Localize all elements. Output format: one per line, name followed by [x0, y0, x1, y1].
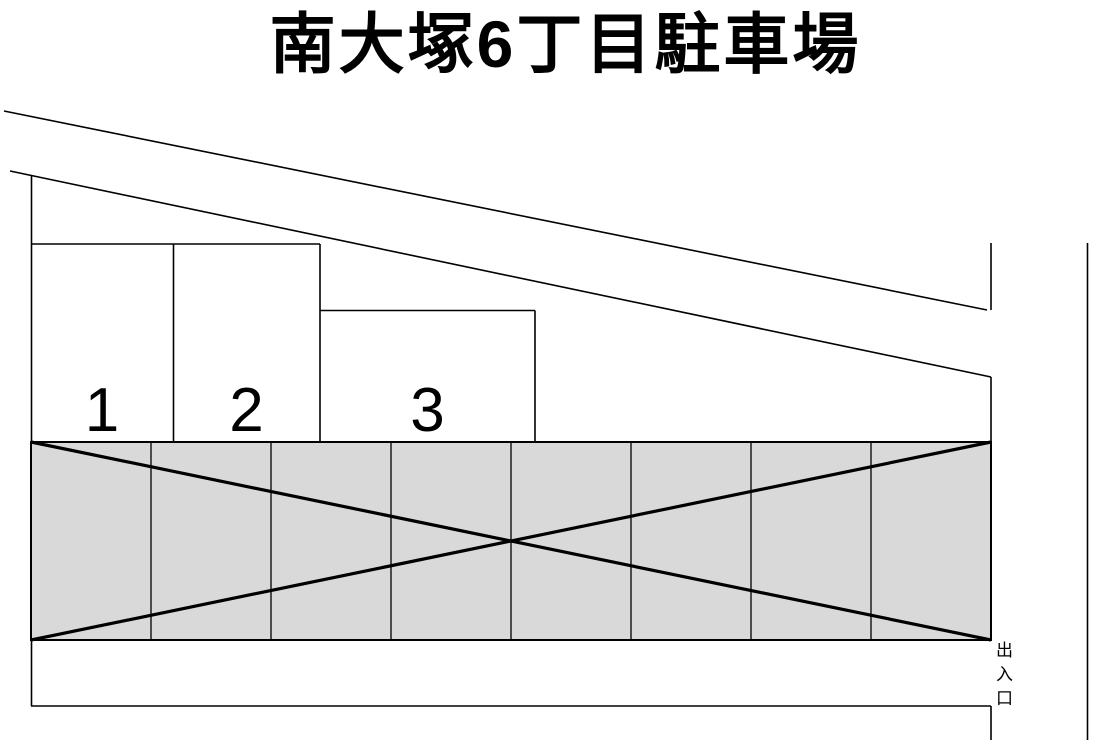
- space-2-label: 2: [229, 376, 264, 445]
- page-title: 南大塚6丁目駐車場: [269, 7, 862, 81]
- space-3-label: 3: [410, 376, 445, 445]
- road-upper-edge-line: [3, 110, 988, 311]
- road-lower-edge-line: [9, 170, 992, 378]
- space-1-label: 1: [84, 376, 120, 445]
- x-mark-diagonal-up: [30, 440, 992, 642]
- entrance-exit-label: 出入口: [993, 641, 1012, 713]
